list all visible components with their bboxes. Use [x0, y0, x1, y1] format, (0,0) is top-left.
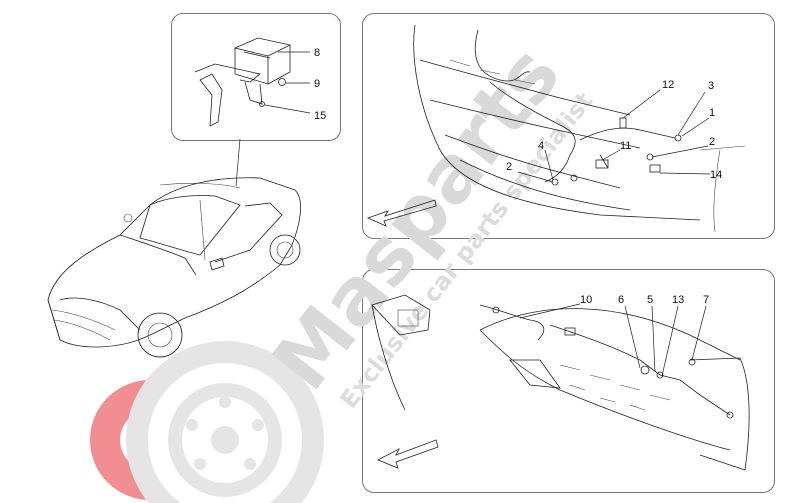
callout-1: 1	[709, 107, 715, 119]
callout-11: 11	[620, 140, 631, 152]
callout-2-upper: 2	[709, 136, 715, 148]
callout-15: 15	[314, 110, 326, 122]
callout-4: 4	[538, 140, 544, 152]
callout-7: 7	[703, 294, 709, 306]
callout-12: 12	[662, 79, 674, 91]
control-unit-drawing	[194, 37, 292, 127]
rear-bumper-drawing	[371, 294, 750, 471]
watermark-brand: Masparts	[256, 30, 578, 406]
callout-9: 9	[314, 78, 320, 90]
callout-3: 3	[708, 80, 714, 92]
front-bumper-drawing	[366, 24, 746, 233]
callout-2-lower: 2	[506, 161, 512, 173]
callout-8: 8	[314, 47, 320, 59]
watermark-logo-icon	[90, 341, 324, 503]
callout-6: 6	[618, 294, 624, 306]
callout-5: 5	[647, 294, 653, 306]
car-illustration	[47, 177, 301, 358]
callout-14: 14	[710, 169, 722, 181]
callout-10: 10	[580, 294, 592, 306]
callout-13: 13	[672, 294, 684, 306]
